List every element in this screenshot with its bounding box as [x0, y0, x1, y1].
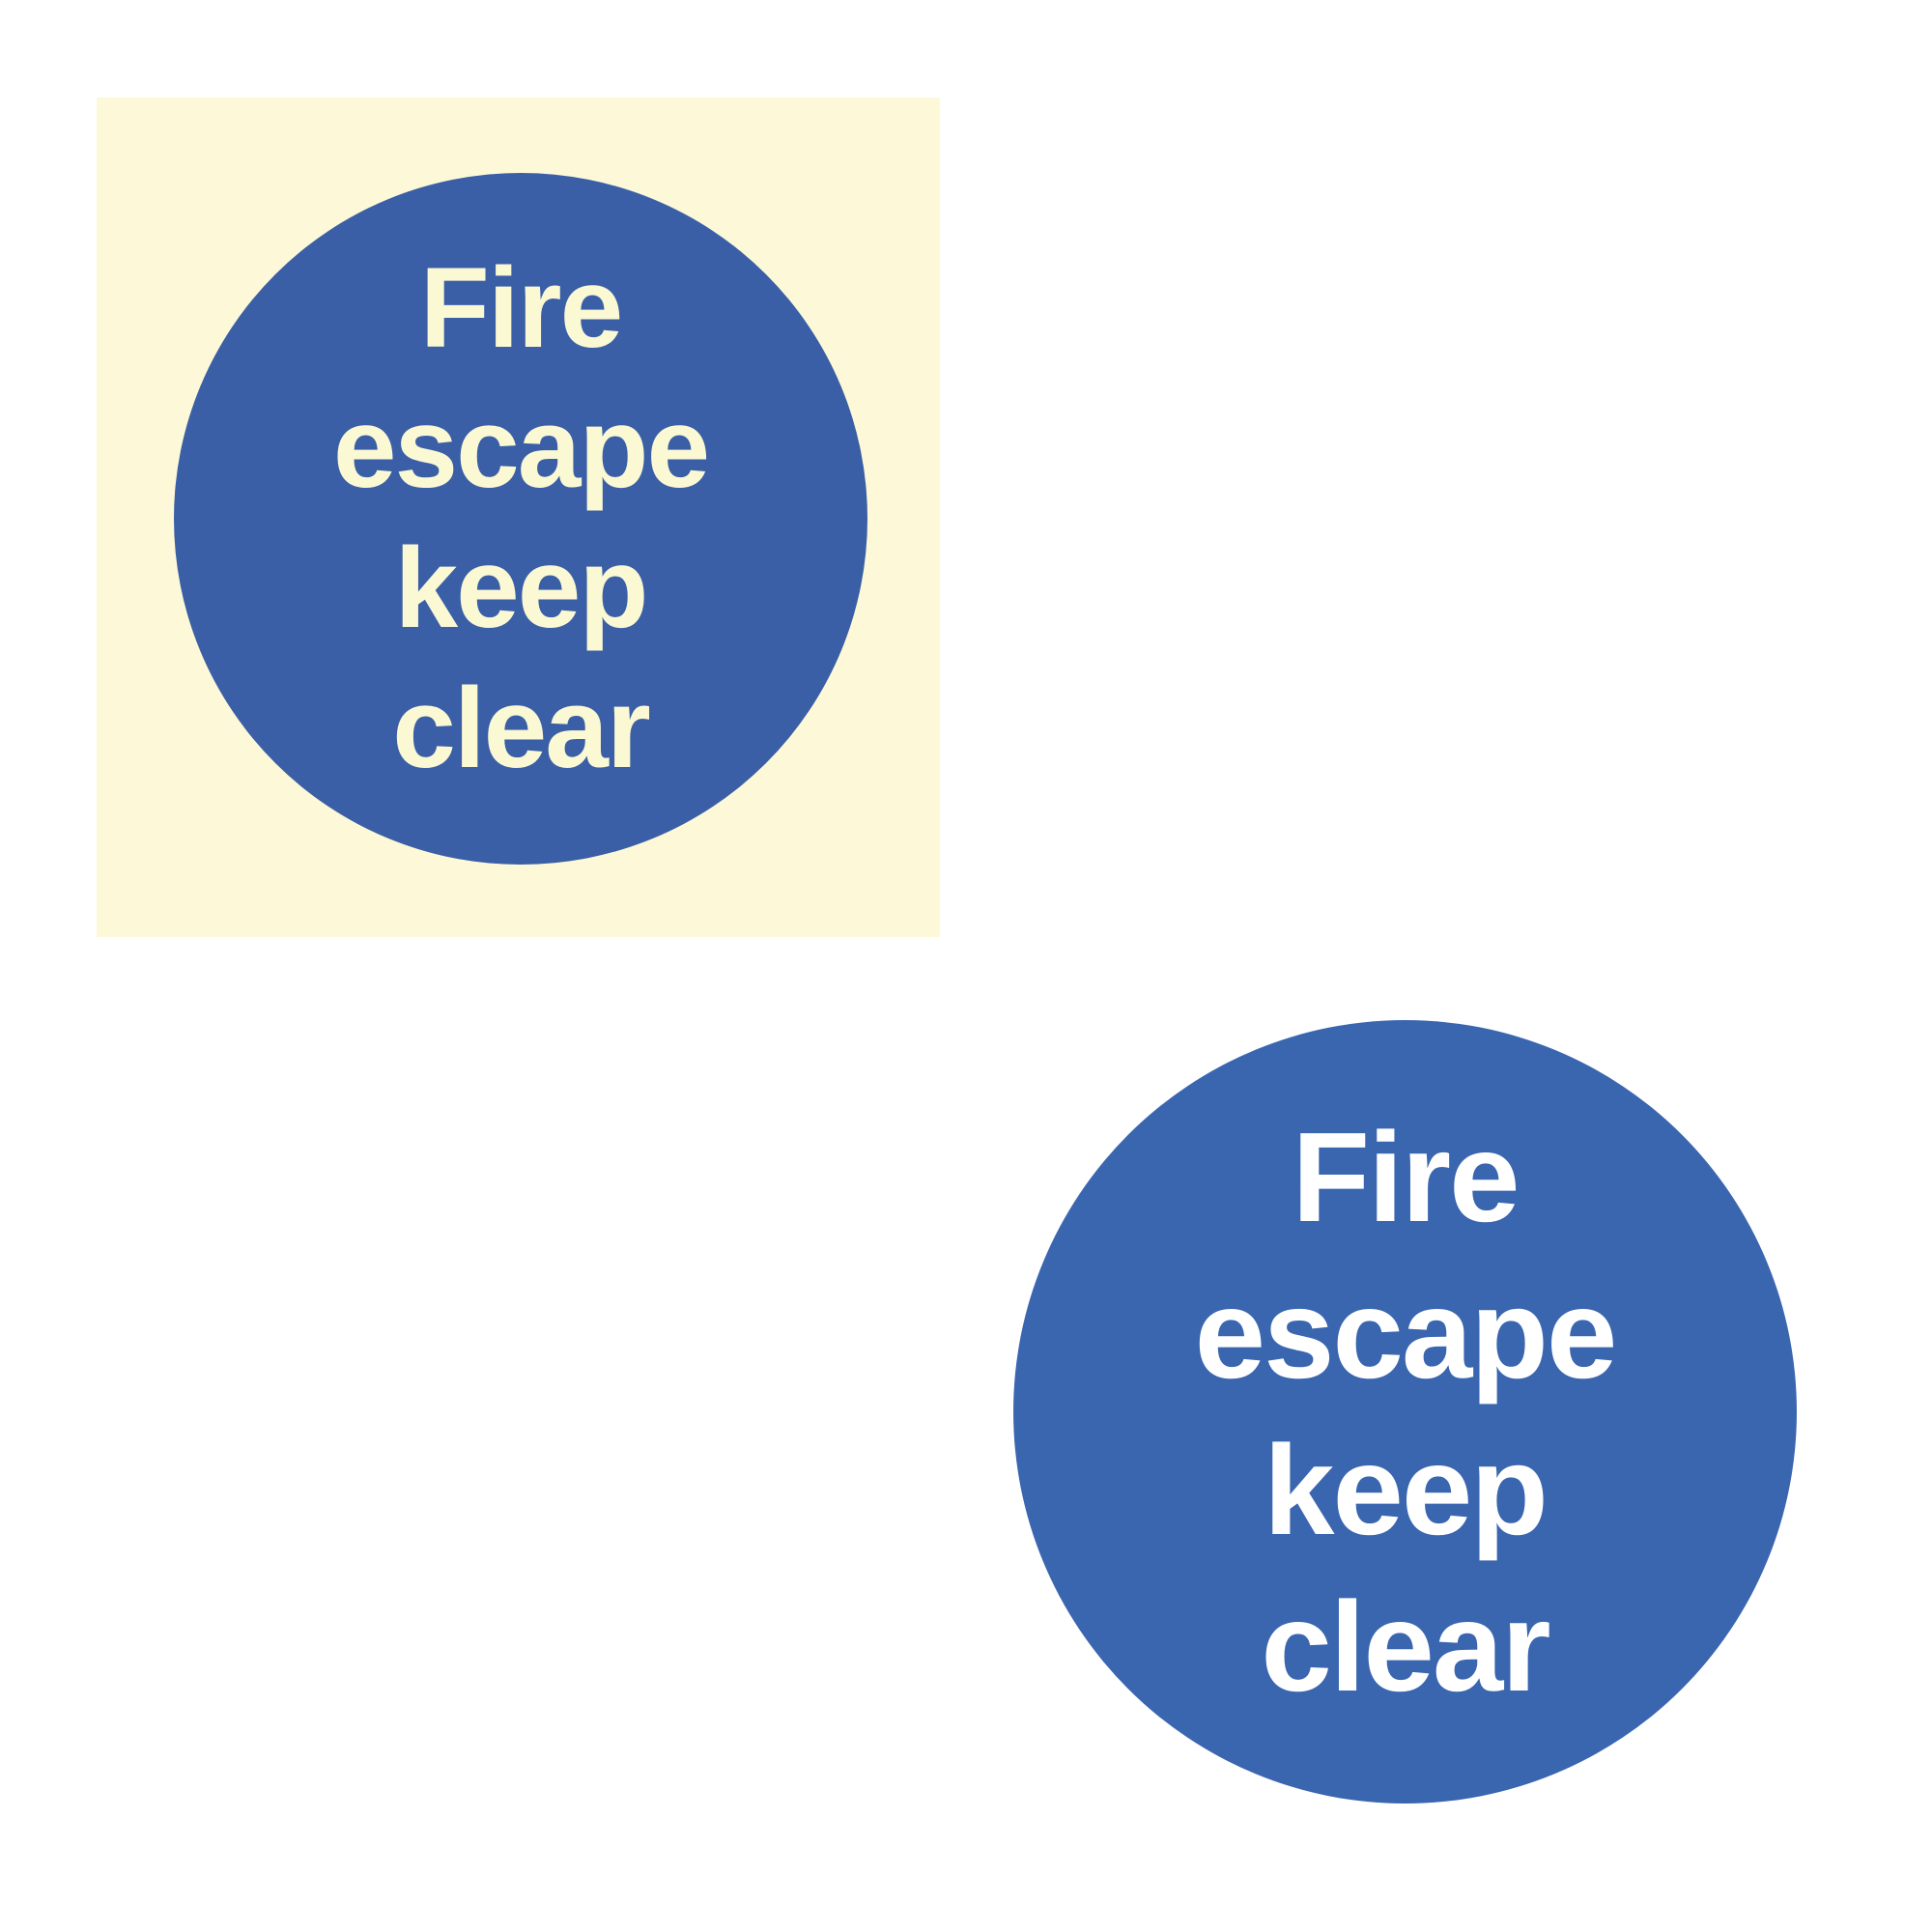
photoluminescent-sign-panel: Fire escape keep clear: [97, 98, 940, 937]
sign-text-line-2: escape: [1194, 1262, 1618, 1405]
sign-text-line-2: escape: [332, 384, 710, 512]
sign-text-line-3: keep: [394, 525, 649, 652]
mandatory-sign-circle: Fire escape keep clear: [174, 173, 867, 865]
sign-text-line-3: keep: [1264, 1418, 1548, 1561]
sign-text-line-4: clear: [1261, 1575, 1550, 1718]
sign-text-line-4: clear: [392, 665, 651, 792]
sign-text-line-1: Fire: [1292, 1105, 1520, 1248]
sign-text-line-1: Fire: [419, 244, 623, 372]
mandatory-sign-circle-white: Fire escape keep clear: [1013, 1020, 1797, 1804]
